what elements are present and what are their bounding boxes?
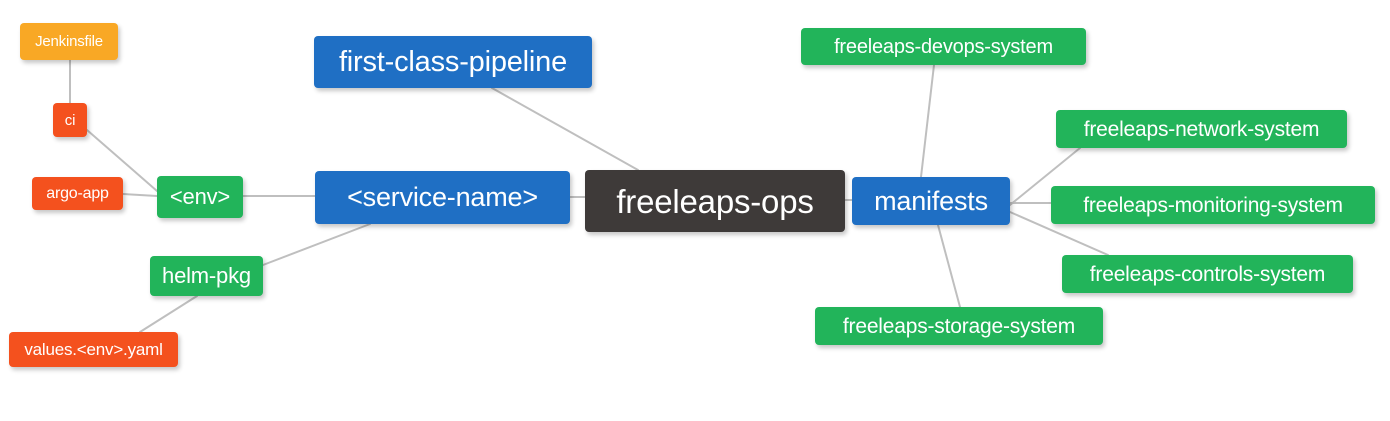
node-first-class-pipeline[interactable]: first-class-pipeline xyxy=(314,36,592,88)
node-label: values.<env>.yaml xyxy=(24,340,163,359)
node-network-system[interactable]: freeleaps-network-system xyxy=(1056,110,1347,148)
edge-ci-to-env xyxy=(86,129,158,192)
node-label: ci xyxy=(64,111,76,129)
node-freeleaps-ops[interactable]: freeleaps-ops xyxy=(585,170,845,232)
edge-argo-app-to-env xyxy=(122,193,158,197)
node-values-yaml[interactable]: values.<env>.yaml xyxy=(9,332,178,367)
node-controls-system[interactable]: freeleaps-controls-system xyxy=(1062,255,1353,293)
node-monitoring-system[interactable]: freeleaps-monitoring-system xyxy=(1051,186,1375,224)
edge-values-yaml-to-helm-pkg xyxy=(139,295,198,333)
node-devops-system[interactable]: freeleaps-devops-system xyxy=(801,28,1086,65)
node-label: freeleaps-ops xyxy=(616,182,814,220)
node-env[interactable]: <env> xyxy=(157,176,243,218)
node-storage-system[interactable]: freeleaps-storage-system xyxy=(815,307,1103,345)
node-label: first-class-pipeline xyxy=(338,45,568,78)
node-label: Jenkinsfile xyxy=(35,33,103,50)
node-jenkinsfile[interactable]: Jenkinsfile xyxy=(20,23,118,60)
node-label: <service-name> xyxy=(347,182,538,212)
node-manifests[interactable]: manifests xyxy=(852,177,1010,225)
node-helm-pkg[interactable]: helm-pkg xyxy=(150,256,263,296)
node-argo-app[interactable]: argo-app xyxy=(32,177,123,210)
node-service-name[interactable]: <service-name> xyxy=(315,171,570,224)
edge-first-class-pipeline-to-freeleaps-ops xyxy=(491,87,639,171)
node-label: freeleaps-controls-system xyxy=(1089,262,1326,286)
node-label: helm-pkg xyxy=(162,263,251,288)
node-label: <env> xyxy=(169,184,231,209)
edge-manifests-to-devops-system xyxy=(920,64,935,178)
node-label: freeleaps-network-system xyxy=(1083,117,1320,141)
edge-manifests-to-network-system xyxy=(1009,147,1081,206)
edge-manifests-to-controls-system xyxy=(1009,211,1109,256)
node-label: freeleaps-storage-system xyxy=(842,314,1076,338)
node-ci[interactable]: ci xyxy=(53,103,87,137)
node-label: freeleaps-monitoring-system xyxy=(1083,193,1343,217)
edge-manifests-to-storage-system xyxy=(937,224,961,308)
node-label: freeleaps-devops-system xyxy=(834,35,1053,58)
edge-helm-pkg-to-service-name xyxy=(262,223,371,266)
node-label: argo-app xyxy=(46,184,109,202)
node-label: manifests xyxy=(874,185,988,216)
